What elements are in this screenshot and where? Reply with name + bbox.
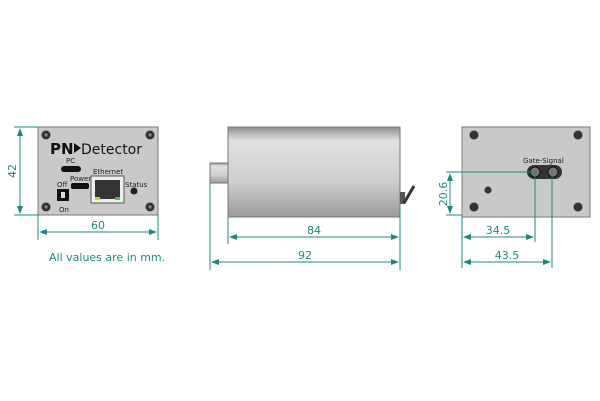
power-label: Power [70,175,91,183]
toggle-switch-icon [402,185,416,204]
side-view [209,126,416,218]
status-led-icon [130,187,138,195]
screw-icon [41,130,155,212]
dim-body-length: 84 [307,224,321,237]
dimension-lines [14,126,553,270]
dim-connector2-offset: 43.5 [495,249,520,262]
front-view: PN Detector PC Power Off On Ethernet Sta… [37,126,159,216]
gate-connector-2 [547,166,559,178]
screw-icon [469,130,583,212]
gate-signal-label: Gate-Signal [523,157,564,165]
dim-connector-height: 20.6 [437,182,450,207]
ground-screw-icon [484,186,492,194]
units-note: All values are in mm. [49,251,165,264]
pc-label: PC [66,157,75,165]
on-label: On [59,206,69,214]
switch-base [400,192,405,204]
dim-front-height: 42 [6,164,19,178]
brand-pn: PN [50,140,74,158]
ethernet-label: Ethernet [93,168,123,176]
switch-lever [61,192,65,198]
dim-total-length: 92 [298,249,312,262]
led-green [115,197,120,200]
status-label: Status [125,181,148,189]
dim-front-width: 60 [91,219,105,232]
brand-detector: Detector [81,142,142,158]
off-label: Off [57,181,68,189]
connector-stub [209,162,230,184]
device-body [227,126,401,218]
ethernet-socket [95,180,120,199]
power-port [71,183,89,189]
led-yellow [95,197,100,200]
dim-connector1-offset: 34.5 [486,224,511,237]
brand-arrow-icon [74,143,81,153]
usb-c-port [61,166,81,172]
